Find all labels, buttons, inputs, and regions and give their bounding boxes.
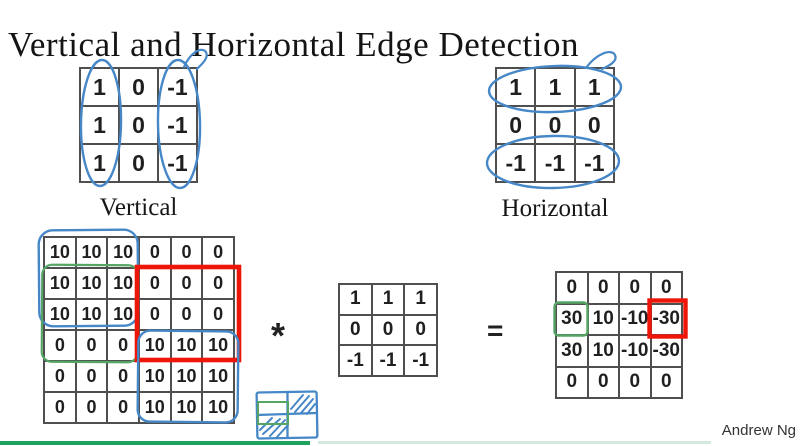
- matrix-cell: 0: [557, 367, 587, 397]
- matrix-cell: 1: [536, 69, 574, 105]
- convolution-operator: *: [271, 315, 286, 356]
- matrix-cell: 1: [81, 107, 118, 143]
- matrix-cell: 1: [575, 69, 613, 105]
- matrix-cell: 0: [120, 69, 157, 105]
- matrix-cell: 0: [620, 273, 650, 303]
- matrix-cell: 10: [108, 269, 138, 298]
- matrix-cell: 10: [171, 362, 202, 391]
- matrix-cell: -1: [575, 145, 613, 181]
- matrix-cell: 0: [108, 393, 138, 422]
- matrix-cell: -1: [159, 107, 196, 143]
- sketch-hatch-bottom-left: [259, 417, 289, 438]
- matrix-cell: -10: [620, 304, 650, 334]
- matrix-cell: 0: [120, 145, 157, 181]
- sketch-green-band: [257, 401, 289, 425]
- equals-sign: =: [487, 315, 504, 346]
- matrix-cell: 0: [203, 269, 233, 298]
- matrix-cell: 10: [588, 304, 618, 334]
- slide-title: Vertical and Horizontal Edge Detection: [8, 25, 580, 65]
- matrix-cell: 0: [139, 238, 170, 267]
- matrix-cell: 10: [203, 362, 233, 391]
- matrix-cell: 10: [203, 393, 233, 422]
- matrix-cell: 1: [405, 285, 436, 314]
- matrix-cell: 1: [81, 69, 118, 105]
- matrix-cell: 1: [340, 285, 371, 314]
- matrix-cell: -1: [159, 145, 196, 181]
- matrix-cell: 0: [497, 107, 535, 143]
- convolution-sketch: [255, 390, 319, 440]
- video-progress-played[interactable]: [0, 441, 310, 445]
- matrix-cell: 0: [536, 107, 574, 143]
- matrix-cell: 0: [620, 367, 650, 397]
- matrix-cell: 10: [203, 331, 233, 360]
- matrix-cell: -10: [620, 336, 650, 366]
- matrix-cell: -1: [372, 346, 404, 375]
- matrix-cell: 0: [372, 315, 404, 345]
- matrix-cell: -30: [651, 336, 681, 366]
- matrix-cell: -1: [340, 346, 371, 375]
- author-credit: Andrew Ng: [721, 422, 796, 439]
- vertical-filter-label: Vertical: [99, 194, 178, 221]
- matrix-cell: 10: [171, 331, 202, 360]
- matrix-cell: 10: [139, 331, 170, 360]
- matrix-cell: 10: [171, 393, 202, 422]
- sketch-hatch-top-right: [290, 394, 316, 415]
- matrix-cell: 0: [171, 238, 202, 267]
- matrix-cell: -1: [159, 69, 196, 105]
- matrix-cell: 10: [45, 300, 75, 329]
- matrix-cell: 10: [45, 238, 75, 267]
- matrix-cell: 0: [405, 315, 436, 345]
- matrix-cell: 10: [76, 269, 107, 298]
- matrix-cell: 0: [45, 362, 75, 391]
- matrix-cell: -1: [405, 346, 436, 375]
- matrix-cell: -1: [497, 145, 535, 181]
- matrix-cell: 0: [203, 300, 233, 329]
- matrix-cell: 0: [203, 238, 233, 267]
- matrix-cell: 0: [588, 367, 618, 397]
- matrix-cell: 0: [651, 273, 681, 303]
- matrix-cell: 0: [45, 331, 75, 360]
- matrix-cell: 0: [651, 367, 681, 397]
- matrix-cell: 0: [120, 107, 157, 143]
- matrix-cell: -30: [651, 304, 681, 334]
- matrix-cell: 30: [557, 304, 587, 334]
- matrix-cell: 10: [45, 269, 75, 298]
- matrix-cell: 1: [497, 69, 535, 105]
- matrix-cell: 0: [171, 269, 202, 298]
- matrix-cell: 0: [76, 393, 107, 422]
- matrix-cell: 0: [340, 315, 371, 345]
- matrix-cell: 30: [557, 336, 587, 366]
- matrix-cell: 10: [76, 238, 107, 267]
- matrix-cell: 1: [81, 145, 118, 181]
- video-progress-remaining[interactable]: [318, 441, 711, 444]
- matrix-cell: 0: [45, 393, 75, 422]
- matrix-cell: 0: [139, 300, 170, 329]
- matrix-cell: 0: [588, 273, 618, 303]
- matrix-cell: 10: [108, 238, 138, 267]
- matrix-cell: 0: [76, 362, 107, 391]
- matrix-cell: 10: [588, 336, 618, 366]
- matrix-cell: 0: [557, 273, 587, 303]
- matrix-cell: 0: [575, 107, 613, 143]
- matrix-cell: 10: [76, 300, 107, 329]
- matrix-cell: -1: [536, 145, 574, 181]
- matrix-cell: 10: [139, 393, 170, 422]
- matrix-cell: 10: [139, 362, 170, 391]
- matrix-cell: 0: [171, 300, 202, 329]
- matrix-cell: 0: [108, 331, 138, 360]
- sketch-outline: [255, 390, 319, 440]
- horizontal-filter-label: Horizontal: [501, 195, 609, 222]
- matrix-cell: 1: [372, 285, 404, 314]
- matrix-cell: 10: [108, 300, 138, 329]
- matrix-cell: 0: [139, 269, 170, 298]
- matrix-cell: 0: [76, 331, 107, 360]
- matrix-cell: 0: [108, 362, 138, 391]
- sketch-grid-lines: [255, 390, 319, 440]
